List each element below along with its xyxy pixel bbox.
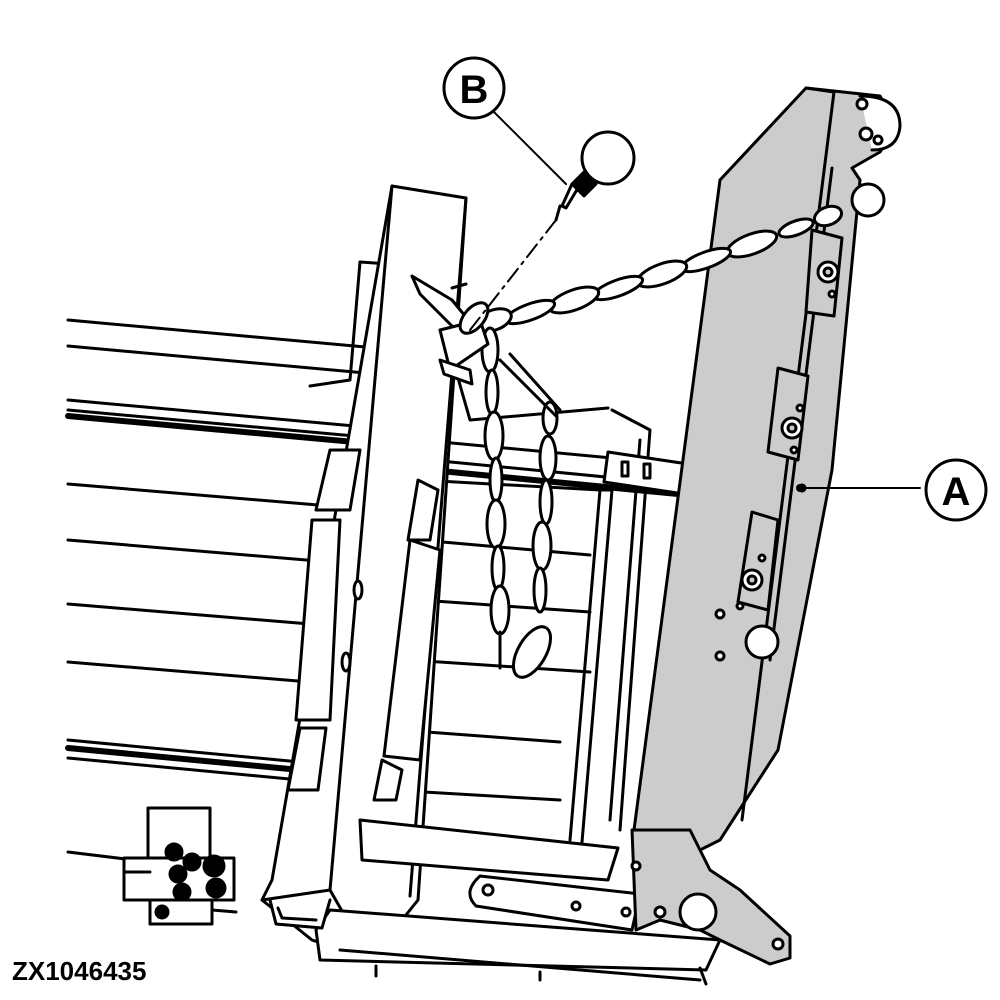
callout-b: B	[442, 56, 506, 120]
inner-frame	[308, 260, 652, 844]
lynch-pin	[469, 130, 636, 331]
upper-chain	[475, 204, 844, 333]
upright-post	[260, 184, 468, 962]
hanging-chains	[480, 326, 562, 679]
figure-code: ZX1046435	[12, 956, 147, 986]
callout-b-label: B	[460, 68, 489, 112]
clip-assembly	[410, 274, 490, 386]
callout-a-anchor	[796, 484, 804, 492]
hydraulic-valve	[122, 806, 238, 926]
callout-a-label: A	[942, 470, 971, 514]
arm-a	[630, 86, 902, 966]
base-deck	[268, 818, 722, 986]
callout-a: A	[924, 458, 988, 522]
callout-leaders	[491, 109, 921, 489]
